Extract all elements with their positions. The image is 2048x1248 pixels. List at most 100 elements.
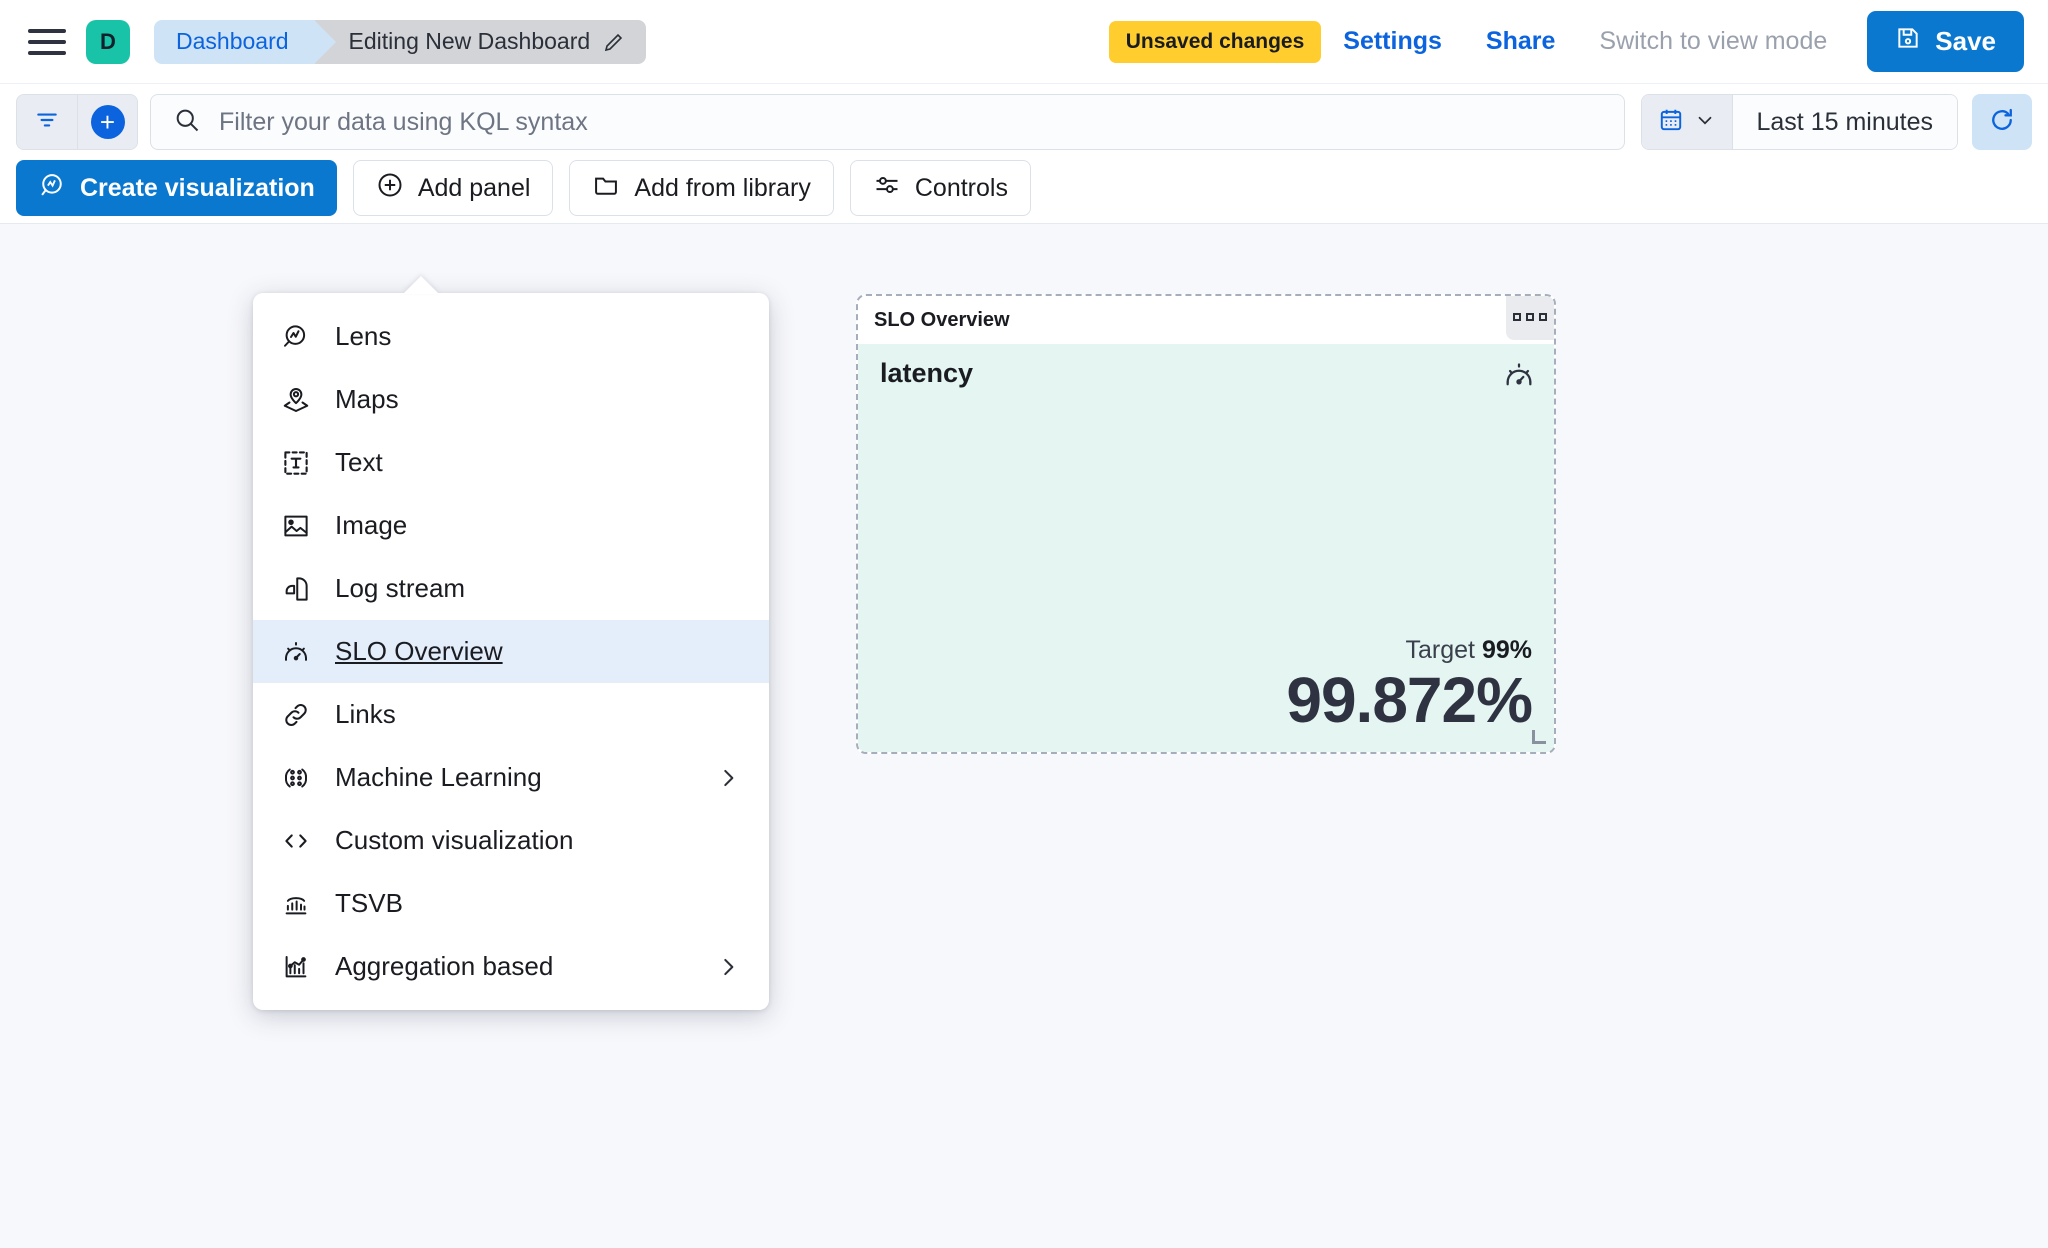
slo-sli-value: 99.872% (1286, 663, 1533, 736)
date-quick-select-button[interactable] (1641, 95, 1733, 149)
hamburger-bar (28, 28, 66, 33)
hamburger-bar (28, 50, 66, 55)
add-panel-menu-item-maps[interactable]: Maps (253, 368, 769, 431)
lens-icon (281, 322, 311, 352)
time-range-display[interactable]: Last 15 minutes (1732, 95, 1957, 149)
context-dot (1539, 313, 1547, 321)
controls-label: Controls (914, 173, 1008, 202)
code-brackets-icon (281, 826, 311, 856)
header-actions: Unsaved changes Settings Share Switch to… (1108, 11, 2024, 72)
pencil-icon[interactable] (602, 30, 626, 54)
add-panel-menu-item-aggregation-based[interactable]: Aggregation based (253, 935, 769, 998)
controls-sliders-icon (873, 171, 901, 206)
refresh-icon (1988, 106, 2016, 139)
add-panel-menu-item-text[interactable]: Text (253, 431, 769, 494)
filter-controls: + (16, 94, 138, 150)
menu-item-label: Image (335, 510, 408, 540)
log-stream-icon (281, 574, 311, 604)
chevron-down-icon (1694, 109, 1716, 136)
panel-title[interactable]: SLO Overview (874, 308, 1010, 331)
add-panel-menu-item-tsvb[interactable]: TSVB (253, 872, 769, 935)
breadcrumb: Dashboard Editing New Dashboard (154, 19, 647, 64)
breadcrumb-dashboard[interactable]: Dashboard (154, 19, 336, 64)
add-panel-label: Add panel (417, 173, 531, 202)
context-dot (1526, 313, 1534, 321)
text-box-icon (281, 448, 311, 478)
controls-button[interactable]: Controls (849, 160, 1031, 216)
menu-item-label: Custom visualization (335, 825, 574, 855)
chevron-right-icon (715, 954, 741, 980)
slo-values: Target 99% 99.872% (880, 636, 1533, 736)
create-visualization-button[interactable]: Create visualization (16, 160, 337, 216)
menu-item-label: Links (335, 699, 396, 729)
breadcrumb-current-label: Editing New Dashboard (348, 28, 591, 54)
menu-item-label: Text (335, 447, 383, 477)
breadcrumb-current[interactable]: Editing New Dashboard (314, 19, 647, 64)
menu-item-label: Log stream (335, 573, 466, 603)
create-visualization-label: Create visualization (80, 173, 315, 202)
aggregation-chart-icon (281, 952, 311, 982)
unsaved-changes-badge[interactable]: Unsaved changes (1108, 20, 1322, 63)
add-panel-menu-item-links[interactable]: Links (253, 683, 769, 746)
save-disk-icon (1895, 25, 1921, 58)
search-icon (173, 106, 201, 139)
panel-header: SLO Overview (858, 296, 1554, 344)
menu-item-label: Maps (335, 384, 399, 414)
add-panel-menu-item-machine-learning[interactable]: Machine Learning (253, 746, 769, 809)
dashboard-panel-slo-overview[interactable]: SLO Overview latency Target 99% (856, 294, 1556, 754)
maps-pin-layers-icon (281, 385, 311, 415)
add-filter-button[interactable]: + (77, 95, 137, 149)
resize-handle-icon[interactable] (1532, 730, 1546, 744)
share-link[interactable]: Share (1485, 27, 1556, 55)
chevron-right-icon (715, 765, 741, 791)
refresh-button[interactable] (1972, 94, 2032, 150)
editing-toolbar: Create visualization Add panel Add from … (0, 160, 2048, 224)
hamburger-menu-icon[interactable] (28, 22, 68, 62)
gauge-icon (281, 637, 311, 667)
slo-metric-name: latency (880, 358, 974, 388)
filter-icon (34, 107, 60, 138)
menu-item-label: TSVB (335, 888, 403, 918)
space-avatar[interactable]: D (86, 19, 130, 64)
menu-item-label: Aggregation based (335, 951, 554, 981)
context-dot (1513, 313, 1521, 321)
search-input-placeholder: Filter your data using KQL syntax (219, 107, 588, 136)
add-panel-button[interactable]: Add panel (352, 160, 554, 216)
slo-target: Target 99% (880, 636, 1532, 665)
switch-to-view-mode-link[interactable]: Switch to view mode (1599, 27, 1828, 55)
slo-target-label: Target (1405, 635, 1475, 664)
save-button[interactable]: Save (1867, 11, 2024, 72)
menu-item-label: SLO Overview (335, 636, 503, 666)
search-input[interactable]: Filter your data using KQL syntax (150, 94, 1625, 150)
add-from-library-button[interactable]: Add from library (569, 160, 834, 216)
add-from-library-label: Add from library (634, 173, 811, 202)
gauge-icon (1502, 358, 1536, 397)
image-icon (281, 511, 311, 541)
panel-body: latency Target 99% 99.872% (858, 344, 1554, 752)
plus-circle-outline-icon (376, 171, 404, 206)
add-panel-menu-item-custom-visualization[interactable]: Custom visualization (253, 809, 769, 872)
date-picker: Last 15 minutes (1640, 94, 1958, 150)
folder-icon (592, 171, 620, 206)
hamburger-bar (28, 39, 66, 44)
query-bar: + Filter your data using KQL syntax (0, 84, 2048, 160)
app-header: D Dashboard Editing New Dashboard Unsave… (0, 0, 2048, 84)
machine-learning-icon (281, 763, 311, 793)
tsvb-bars-icon (281, 889, 311, 919)
menu-item-label: Machine Learning (335, 762, 542, 792)
add-panel-menu-item-slo-overview[interactable]: SLO Overview (253, 620, 769, 683)
calendar-icon (1658, 107, 1684, 138)
panel-context-menu-icon[interactable] (1506, 296, 1554, 340)
slo-target-value: 99% (1481, 635, 1532, 664)
lens-icon (38, 171, 66, 206)
add-panel-menu-item-log-stream[interactable]: Log stream (253, 557, 769, 620)
settings-link[interactable]: Settings (1343, 27, 1442, 55)
add-panel-menu-item-lens[interactable]: Lens (253, 305, 769, 368)
breadcrumb-dashboard-label: Dashboard (176, 28, 289, 54)
filter-options-button[interactable] (17, 95, 77, 149)
save-button-label: Save (1935, 26, 1996, 56)
link-chain-icon (281, 700, 311, 730)
add-panel-menu-item-image[interactable]: Image (253, 494, 769, 557)
